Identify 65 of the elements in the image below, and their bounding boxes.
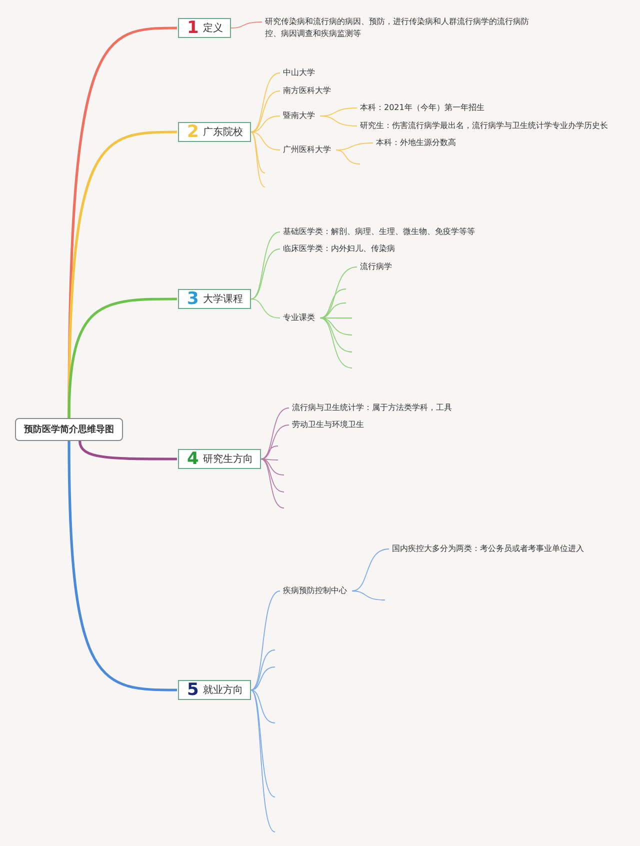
branch-line xyxy=(260,408,290,460)
topic-label: 就业方向 xyxy=(202,684,243,697)
branch-text: 暨南大学 xyxy=(281,110,317,122)
branch-line xyxy=(260,446,278,460)
branch-line xyxy=(250,248,280,300)
branch-line xyxy=(320,288,346,318)
branch-line xyxy=(250,72,280,132)
branch-line xyxy=(250,666,276,690)
topic-number: 5 xyxy=(187,681,199,699)
topic-box xyxy=(178,680,251,700)
central-topic-box: 预防医学简介思维导图 xyxy=(15,418,123,441)
branch-text: 疾病预防控制中心 xyxy=(281,585,349,597)
topic-label: 广东院校 xyxy=(202,126,243,139)
branch-line xyxy=(250,90,280,132)
branch-text: 流行病与卫生统计学：属于方法类学科，工具 xyxy=(290,402,454,414)
branch-line xyxy=(352,590,386,600)
branch-line xyxy=(250,132,280,150)
branch-text: 南方医科大学 xyxy=(281,85,333,97)
branch-line xyxy=(336,142,374,150)
branch-line xyxy=(250,690,276,798)
topic-box xyxy=(178,289,251,309)
branch-line xyxy=(250,132,266,188)
branch-line xyxy=(250,590,280,690)
branch-line xyxy=(250,650,276,690)
branch-line xyxy=(260,458,284,508)
topic-label: 大学课程 xyxy=(202,292,243,306)
branch-line xyxy=(260,458,284,476)
branch-text: 研究生：伤害流行病学最出名，流行病学与卫生统计学专业办学历史长 xyxy=(358,120,610,132)
topic-number: 4 xyxy=(187,450,199,468)
branch-line xyxy=(320,116,358,126)
branch-text: 国内疾控大多分为两类：考公务员或者考事业单位进入 xyxy=(390,543,586,555)
branch-line xyxy=(78,440,177,460)
topic-box xyxy=(178,122,251,142)
branch-line xyxy=(320,318,352,336)
topic-label: 定义 xyxy=(202,22,223,35)
topic-number: 1 xyxy=(187,19,199,37)
topic-box xyxy=(178,18,231,38)
branch-line xyxy=(250,690,276,832)
branch-text: 基础医学类：解剖、病理、生理、微生物、免疫学等等 xyxy=(281,226,477,238)
branch-line xyxy=(250,298,280,318)
topic-box xyxy=(178,449,261,469)
branch-text: 中山大学 xyxy=(281,67,317,79)
branch-text: 广州医科大学 xyxy=(281,144,333,156)
branch-text: 临床医学类：内外妇儿、传染病 xyxy=(281,243,397,255)
branch-text: 本科：外地生源分数高 xyxy=(374,137,458,149)
branch-line xyxy=(230,22,262,28)
branch-text: 流行病学 xyxy=(358,261,394,273)
branch-line xyxy=(68,298,177,418)
branch-line xyxy=(336,150,360,164)
branch-line xyxy=(260,458,278,460)
branch-line xyxy=(250,116,280,132)
branch-line xyxy=(68,440,177,692)
branch-text: 劳动卫生与环境卫生 xyxy=(290,419,366,431)
branch-line xyxy=(250,690,276,724)
topic-number: 3 xyxy=(187,290,199,308)
branch-line xyxy=(320,318,352,368)
topic-number: 2 xyxy=(187,123,199,141)
branch-text: 本科：2021年（今年）第一年招生 xyxy=(358,102,486,114)
branch-text: 研究传染病和流行病的病因、预防，进行传染病和人群流行病学的流行病防控、病因调查和疾病监测等 xyxy=(263,16,542,40)
topic-label: 研究生方向 xyxy=(202,452,253,466)
branch-line xyxy=(250,132,266,174)
branch-line xyxy=(352,548,390,592)
branch-line xyxy=(320,302,346,318)
branch-line xyxy=(260,458,284,492)
branch-text: 专业课类 xyxy=(281,312,317,324)
